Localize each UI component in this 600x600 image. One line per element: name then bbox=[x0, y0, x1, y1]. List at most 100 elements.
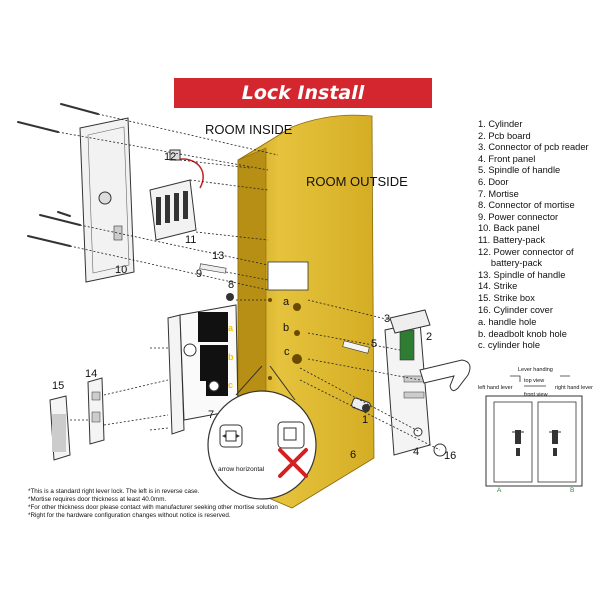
note-line: *This is a standard right lever lock. Th… bbox=[28, 488, 200, 495]
legend-item: battery-pack bbox=[478, 258, 543, 269]
hole-item: a. handle hole bbox=[478, 317, 537, 327]
legend-item: 5. Spindle of handle bbox=[478, 165, 561, 176]
cross-icon bbox=[278, 448, 308, 478]
front-view-label: front view bbox=[524, 392, 548, 398]
note-line: *Mortise requires door thickness at leas… bbox=[28, 496, 167, 503]
hole-item: c. cylinder hole bbox=[478, 340, 541, 351]
handing-door-a bbox=[493, 401, 533, 483]
assembly-lines bbox=[57, 113, 441, 451]
callout-8: 8 bbox=[228, 279, 235, 291]
legend-item: 12. Power connector of bbox=[478, 246, 574, 257]
back-panel-slot bbox=[113, 225, 123, 241]
legend-item: 1. Cylinder bbox=[478, 119, 523, 129]
magnifier-pointer bbox=[235, 365, 263, 396]
legend-item: 15. Strike box bbox=[478, 292, 535, 303]
door-hole-small-2 bbox=[268, 376, 272, 380]
mortise-label-a: a bbox=[228, 323, 234, 333]
pcb-reader-top bbox=[389, 309, 431, 334]
magnifier-circle bbox=[207, 390, 317, 500]
callout-7: 7 bbox=[208, 409, 215, 421]
callout-3: 3 bbox=[384, 313, 391, 325]
callout-16: 16 bbox=[444, 450, 457, 462]
callout-5: 5 bbox=[371, 338, 378, 350]
legend-item: 3. Connector of pcb reader bbox=[478, 142, 589, 153]
callout-hole-a: a bbox=[283, 296, 290, 308]
page-title: Lock Install bbox=[241, 82, 365, 104]
door-hole-c bbox=[292, 354, 302, 364]
legend-item: 10. Back panel bbox=[478, 223, 540, 234]
lever-handle bbox=[419, 359, 471, 392]
callout-14: 14 bbox=[85, 368, 98, 380]
strike-box-inner bbox=[52, 414, 66, 452]
mortise-top-block bbox=[198, 312, 228, 342]
hole-item: b. deadbolt knob hole bbox=[478, 328, 567, 339]
legend-item: 13. Spindle of handle bbox=[478, 269, 566, 280]
front-panel-slot bbox=[403, 375, 425, 383]
callout-6: 6 bbox=[350, 449, 357, 461]
legend-item: 11. Battery-pack bbox=[478, 234, 546, 245]
callout-1: 1 bbox=[362, 414, 369, 426]
legend-item: 16. Cylinder cover bbox=[478, 304, 553, 315]
callout-12: 12 bbox=[164, 151, 177, 163]
mortise-label-c: c bbox=[228, 380, 234, 390]
room-inside-label: ROOM INSIDE bbox=[205, 122, 293, 137]
legend-item: 4. Front panel bbox=[478, 153, 536, 164]
door-cutout bbox=[267, 261, 309, 291]
callout-2: 2 bbox=[426, 331, 433, 343]
door-hole-b bbox=[294, 330, 300, 336]
handing-top-view bbox=[510, 375, 570, 387]
mortise-hole bbox=[183, 343, 197, 357]
note-line: *Right for the hardware configuration ch… bbox=[28, 512, 231, 519]
mortise-connector bbox=[226, 293, 234, 301]
mortise-label-b: b bbox=[228, 352, 234, 362]
note-line: *For other thickness door please contact… bbox=[28, 504, 278, 511]
holes-legend: a. handle hole b. deadbolt knob hole c. … bbox=[478, 317, 567, 352]
back-panel-knob bbox=[98, 191, 112, 205]
strike bbox=[87, 377, 105, 445]
callout-hole-b: b bbox=[283, 322, 290, 334]
parts-legend: 1. Cylinder 2. Pcb board 3. Connector of… bbox=[478, 119, 589, 316]
callout-13: 13 bbox=[212, 250, 225, 262]
door-b-label: B bbox=[570, 487, 575, 494]
legend-item: 2. Pcb board bbox=[478, 130, 531, 141]
legend-item: 9. Power connector bbox=[478, 211, 559, 222]
strike-slot-1 bbox=[91, 391, 101, 401]
callout-9: 9 bbox=[196, 268, 203, 280]
top-view-label: top view bbox=[524, 378, 545, 384]
legend-item: 6. Door bbox=[478, 176, 509, 187]
spindle-5 bbox=[342, 340, 370, 354]
back-panel-screws bbox=[17, 103, 99, 247]
mortise-faceplate bbox=[167, 314, 185, 435]
battery-cells bbox=[156, 191, 188, 225]
callout-10: 10 bbox=[115, 264, 128, 276]
strike-slot-2 bbox=[91, 411, 101, 423]
arrow-horizontal-label: arrow horizontal bbox=[218, 466, 265, 473]
power-connector-battery bbox=[169, 149, 181, 161]
legend-item: 14. Strike bbox=[478, 281, 518, 292]
front-panel-hole bbox=[413, 427, 423, 437]
door-a-label: A bbox=[497, 487, 502, 494]
callout-11: 11 bbox=[185, 234, 197, 246]
left-hand-lever-label: left hand lever bbox=[478, 385, 513, 391]
callout-4: 4 bbox=[413, 446, 420, 458]
legend-item: 8. Connector of mortise bbox=[478, 200, 575, 211]
cylinder-front bbox=[362, 404, 370, 412]
room-outside-label: ROOM OUTSIDE bbox=[306, 174, 408, 189]
callout-15: 15 bbox=[52, 380, 65, 392]
notes: *This is a standard right lever lock. Th… bbox=[28, 488, 278, 520]
spindle-13 bbox=[199, 263, 227, 274]
back-panel-inner bbox=[87, 126, 130, 274]
door-hole-a bbox=[293, 303, 301, 311]
right-hand-lever-label: right hand lever bbox=[555, 385, 593, 391]
magnifier-pointer-2 bbox=[269, 365, 296, 401]
legend-item: 7. Mortise bbox=[478, 188, 519, 199]
title-banner: Lock Install bbox=[174, 78, 432, 108]
mortise-mid-block bbox=[200, 345, 228, 381]
pcb-board bbox=[399, 329, 415, 361]
lever-handing-label: Lever handing bbox=[518, 367, 553, 373]
mortise-hole-2 bbox=[208, 380, 220, 392]
door-hole-small bbox=[268, 298, 272, 302]
callout-hole-c: c bbox=[284, 346, 290, 358]
front-panel-slot-2 bbox=[403, 391, 425, 399]
